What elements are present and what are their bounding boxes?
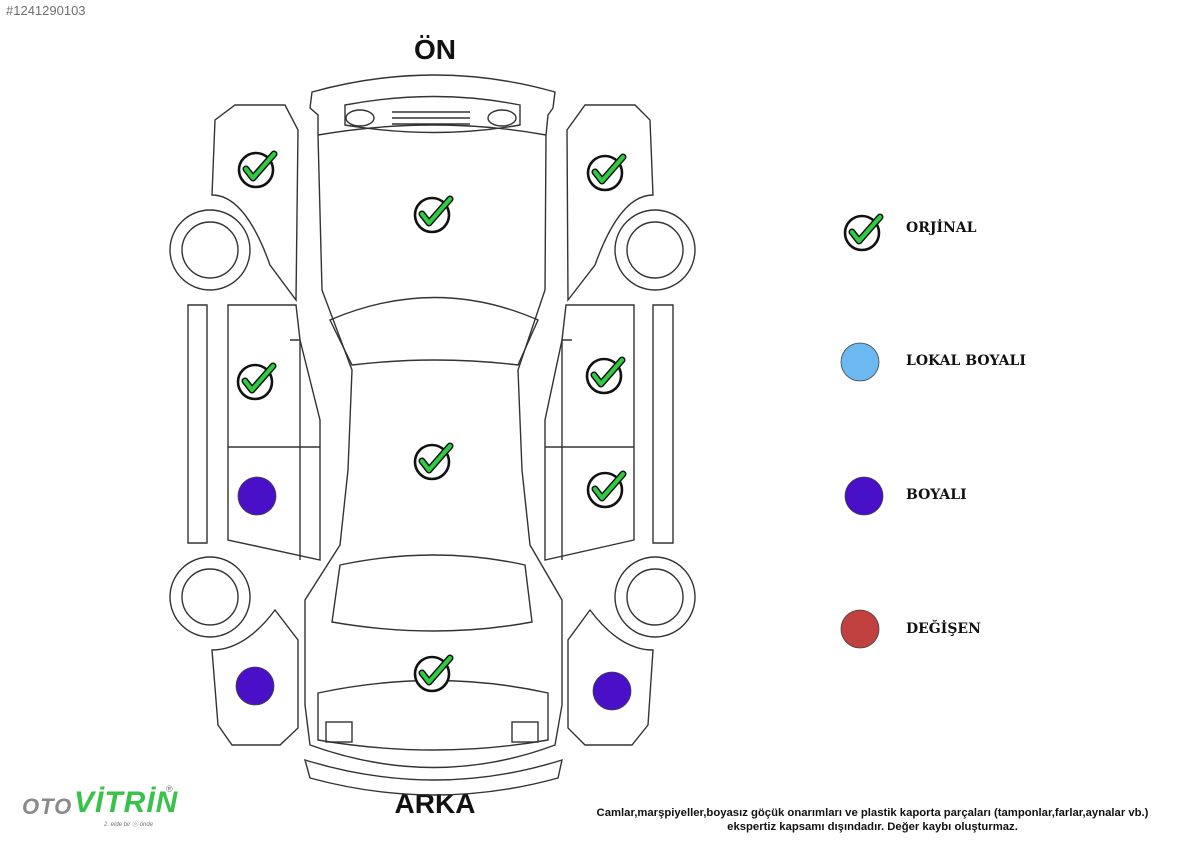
part-marker-left-front-door bbox=[238, 365, 273, 399]
disclaimer: Camlar,marşpiyeller,boyasız göçük onarım… bbox=[560, 806, 1185, 834]
disclaimer-line-2: ekspertiz kapsamı dışındadır. Değer kayb… bbox=[727, 821, 1018, 833]
check-icon bbox=[239, 153, 274, 187]
logo-tagline: 2. elde bir ⓞ önde bbox=[104, 822, 154, 828]
listing-id: #1241290103 bbox=[6, 3, 86, 18]
check-icon bbox=[588, 156, 623, 190]
status-dot-boyali bbox=[844, 476, 884, 516]
legend-marker-orjinal bbox=[845, 216, 880, 250]
status-dot-lokal-boyali bbox=[840, 342, 880, 382]
part-marker-hood bbox=[415, 198, 450, 232]
logo-registered-mark: ® bbox=[166, 784, 173, 794]
logo-text-vitrin: VİTRİN bbox=[74, 786, 179, 819]
disclaimer-line-1: Camlar,marşpiyeller,boyasız göçük onarım… bbox=[596, 807, 1149, 819]
status-dot-degisen bbox=[840, 609, 880, 649]
part-marker-right-front-door bbox=[587, 359, 622, 393]
status-dot-boyali bbox=[235, 666, 275, 706]
check-icon bbox=[587, 359, 622, 393]
otovitrin-logo: OTO VİTRİN ® 2. elde bir ⓞ önde bbox=[22, 784, 182, 832]
part-marker-right-front-fender bbox=[588, 156, 623, 190]
check-icon bbox=[415, 657, 450, 691]
legend-label-orjinal: ORJİNAL bbox=[906, 220, 977, 236]
legend-marker-lokal-boyali bbox=[840, 342, 880, 382]
legend-label-degisen: DEĞİŞEN bbox=[906, 621, 981, 637]
part-marker-trunk bbox=[415, 657, 450, 691]
part-marker-roof bbox=[415, 445, 450, 479]
rear-label: ARKA bbox=[394, 788, 476, 819]
part-marker-right-rear-fender bbox=[592, 671, 632, 711]
legend-marker-degisen bbox=[840, 609, 880, 649]
check-icon bbox=[415, 198, 450, 232]
part-marker-left-rear-fender bbox=[235, 666, 275, 706]
front-label: ÖN bbox=[414, 34, 456, 65]
status-dot-boyali bbox=[592, 671, 632, 711]
check-icon bbox=[238, 365, 273, 399]
check-icon bbox=[588, 473, 623, 507]
legend-label-lokal-boyali: LOKAL BOYALI bbox=[906, 353, 1026, 369]
legend-label-boyali: BOYALI bbox=[906, 487, 967, 503]
part-marker-left-rear-door bbox=[237, 476, 277, 516]
legend-marker-boyali bbox=[844, 476, 884, 516]
status-dot-boyali bbox=[237, 476, 277, 516]
check-icon bbox=[845, 216, 880, 250]
check-icon bbox=[415, 445, 450, 479]
logo-text-oto: OTO bbox=[22, 794, 73, 819]
part-marker-left-front-fender bbox=[239, 153, 274, 187]
car-outline bbox=[169, 74, 696, 796]
part-marker-right-rear-door bbox=[588, 473, 623, 507]
